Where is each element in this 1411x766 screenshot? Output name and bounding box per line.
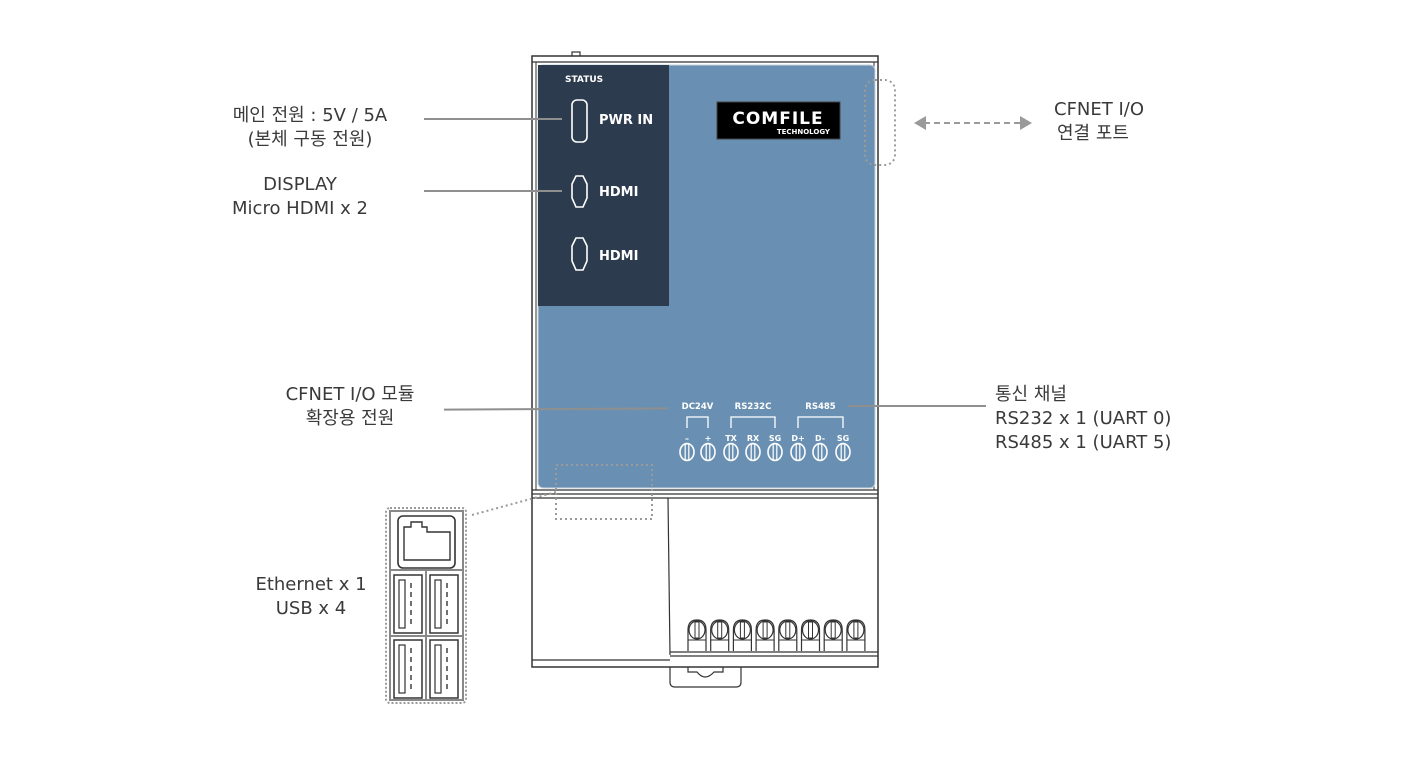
hdmi-port-icon (571, 237, 588, 271)
terminal-screw-icon (812, 442, 828, 462)
comm-channel-callout: 통신 채널 RS232 x 1 (UART 0) RS485 x 1 (UART… (995, 383, 1171, 455)
pwr-in-label: PWR IN (599, 113, 653, 128)
hdmi-port-icon (571, 175, 588, 208)
terminal-group-bracket (797, 416, 844, 428)
hdmi-2-label: HDMI (599, 249, 638, 264)
terminal-screw-icon (700, 442, 716, 462)
terminal-screw-icon (767, 442, 783, 462)
display-line2: Micro HDMI x 2 (232, 198, 368, 219)
terminal-pin-label: SG (769, 434, 781, 443)
terminal-group-label-rs485: RS485 (805, 402, 835, 412)
status-label: STATUS (565, 75, 603, 85)
main-power-leader (424, 118, 562, 120)
terminal-pin-label: TX (725, 434, 737, 443)
terminal-group-label-rs232c: RS232C (735, 402, 772, 412)
terminal-group-bracket (686, 416, 709, 428)
bottom-terminal-screw-icon (710, 619, 730, 651)
display-leader (424, 190, 562, 192)
bottom-terminal-screw-icon (778, 619, 798, 651)
usb-line: USB x 4 (275, 598, 347, 619)
usb-port-icon (393, 574, 423, 634)
main-power-line2: (본체 구동 전원) (247, 129, 373, 150)
usb-port-icon (393, 639, 423, 699)
status-panel (538, 65, 669, 306)
logo-sub-text: TECHNOLOGY (777, 128, 831, 136)
hdmi-1-label: HDMI (599, 185, 638, 200)
cfnet-port-line1: CFNET I/O (1054, 99, 1145, 120)
bottom-terminal-screw-icon (755, 619, 775, 651)
bottom-terminal-screw-icon (687, 619, 707, 651)
main-power-callout: 메인 전원 : 5V / 5A (본체 구동 전원) (200, 104, 420, 152)
cfnet-power-line2: 확장용 전원 (305, 408, 395, 429)
terminal-pin-label: D- (815, 434, 825, 443)
display-callout: DISPLAY Micro HDMI x 2 (200, 173, 400, 221)
bidirectional-arrow-icon (914, 116, 1032, 130)
usb-port-icon (429, 574, 459, 634)
ethernet-usb-block (385, 507, 467, 704)
terminal-pin-label: + (705, 434, 712, 443)
terminal-screw-icon (745, 442, 761, 462)
cfnet-port-marker (864, 79, 896, 166)
terminal-screw-icon (723, 442, 739, 462)
terminal-group-label-dc24v: DC24V (682, 402, 714, 412)
bottom-terminal-screw-icon (732, 619, 752, 651)
bottom-terminal-screw-icon (800, 619, 821, 651)
din-clip (669, 667, 742, 688)
terminal-screw-icon (679, 442, 695, 462)
terminal-pin-label: D+ (791, 434, 804, 443)
logo-main-text: COMFILE (732, 109, 823, 129)
terminal-pin-label: SG (837, 434, 849, 443)
main-power-line1: 메인 전원 : 5V / 5A (232, 105, 388, 126)
comm-channel-line2: RS232 x 1 (UART 0) (995, 408, 1172, 429)
comm-channel-line1: 통신 채널 (995, 384, 1067, 405)
display-line1: DISPLAY (263, 174, 337, 195)
terminal-screw-icon (790, 442, 806, 462)
usb-port-icon (429, 639, 459, 699)
pwr-in-port-icon (571, 99, 588, 143)
ethernet-port-icon (397, 515, 456, 569)
bottom-terminal-screw-icon (846, 619, 866, 651)
terminal-pin-label: – (685, 434, 689, 443)
comfile-logo: COMFILE TECHNOLOGY (716, 101, 841, 140)
bottom-terminal-screw-icon (823, 619, 843, 651)
terminal-pin-label: RX (747, 434, 760, 443)
comm-channel-leader (848, 405, 986, 407)
cfnet-port-line2: 연결 포트 (1057, 123, 1129, 144)
cfnet-power-callout: CFNET I/O 모듈 확장용 전원 (250, 383, 450, 431)
terminal-group-bracket (730, 416, 776, 428)
cfnet-power-line1: CFNET I/O 모듈 (285, 384, 415, 405)
cfnet-port-callout: CFNET I/O 연결 포트 (1054, 98, 1144, 146)
terminal-screw-icon (835, 442, 851, 462)
comm-channel-line3: RS485 x 1 (UART 5) (995, 432, 1172, 453)
ethernet-usb-callout: Ethernet x 1 USB x 4 (246, 573, 376, 621)
ethernet-line: Ethernet x 1 (255, 574, 367, 595)
